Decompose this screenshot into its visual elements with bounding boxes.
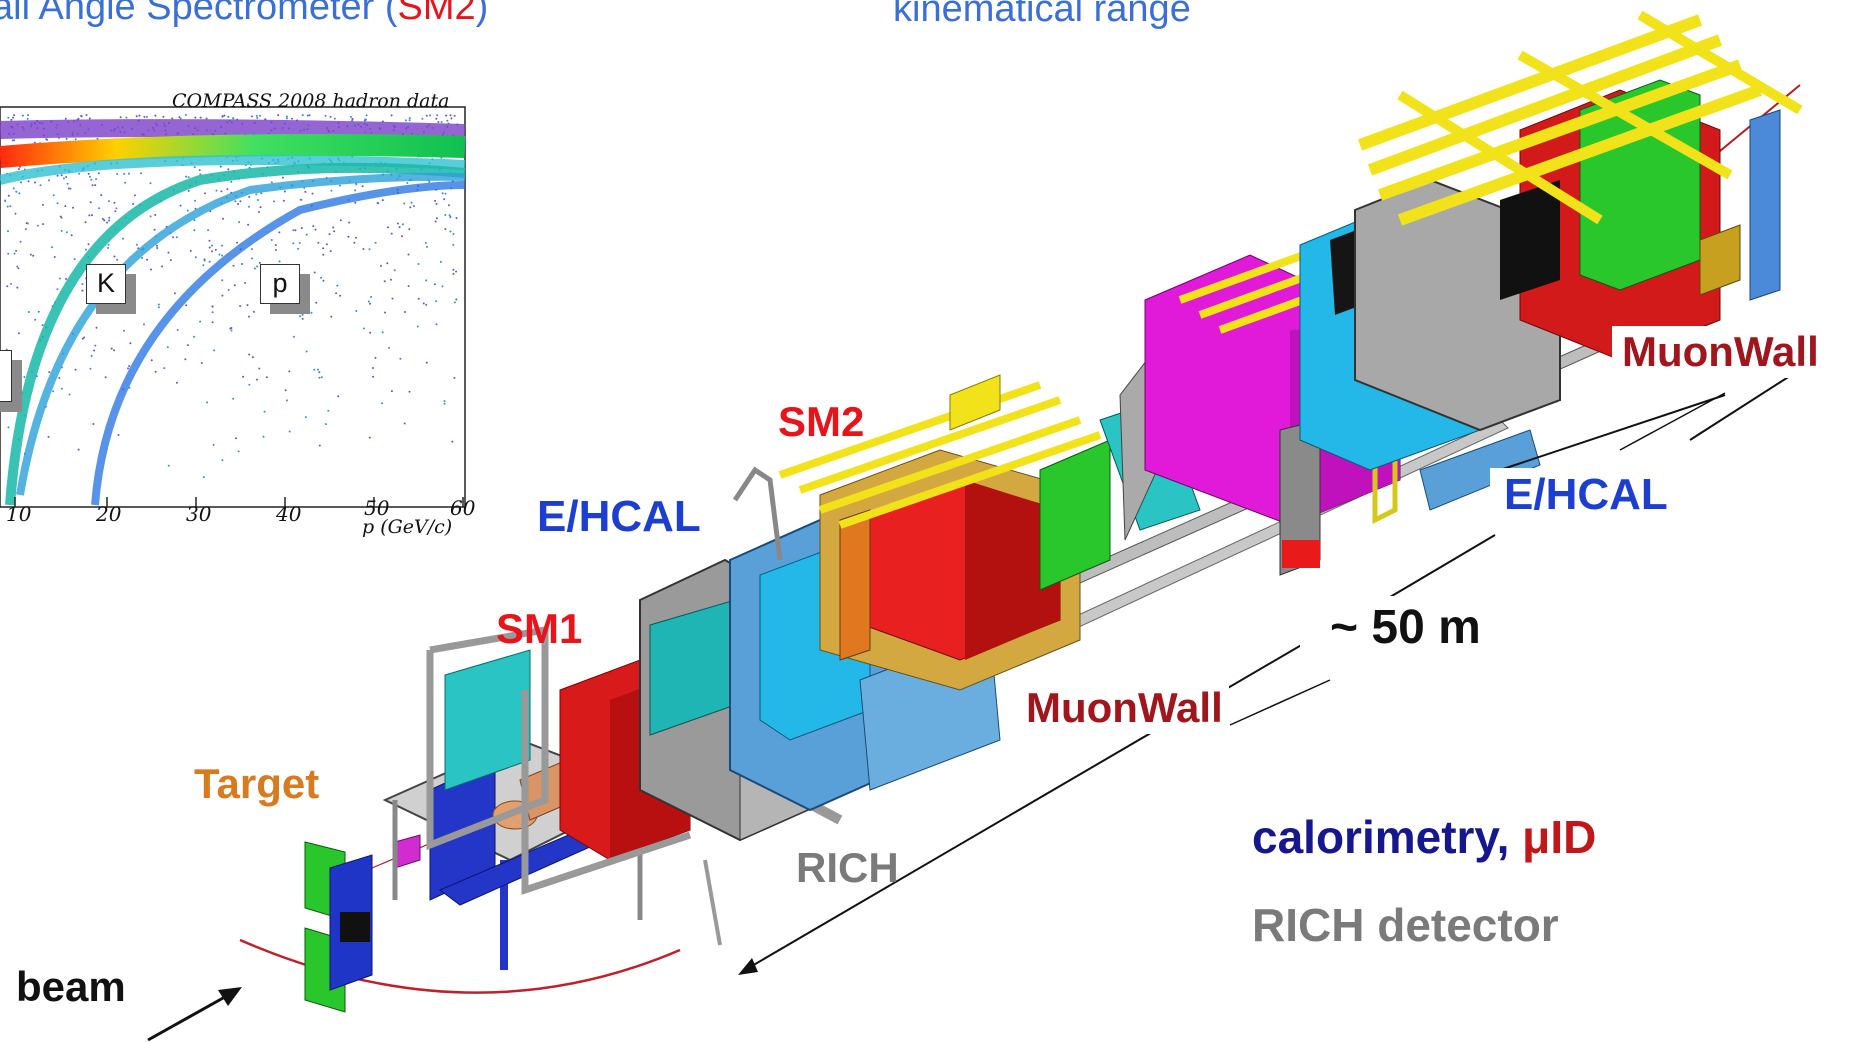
label-ehcal-right: E/HCAL: [1490, 468, 1682, 522]
label-muonwall-mid: MuonWall: [1020, 682, 1229, 734]
x-tick-10: 10: [6, 502, 32, 526]
legend-muid-symbol: μID: [1522, 811, 1597, 863]
sm2-magnet: [778, 374, 1111, 691]
spectrometer-title-suffix: ): [475, 0, 489, 28]
legend-rich-detector: RICH detector: [1252, 899, 1559, 951]
ehcal-right-pointer: [1499, 394, 1726, 471]
x-tick-20: 20: [96, 502, 122, 526]
x-tick-40: 40: [276, 502, 302, 526]
front-scintillators: [304, 834, 421, 1013]
legend-calorimetry: calorimetry, μID: [1252, 810, 1596, 864]
label-sm2: SM2: [778, 398, 865, 445]
label-target: Target: [194, 760, 320, 807]
x-tick-50: 50: [364, 496, 390, 520]
particle-label-cropped: [0, 350, 12, 402]
particle-label-kaon: K: [86, 264, 126, 304]
label-length: ~ 50 m: [1300, 596, 1511, 659]
x-axis-label: p (GeV/c): [362, 516, 453, 538]
legend-calorimetry-text: calorimetry,: [1252, 811, 1523, 863]
beam-arrow: [147, 987, 242, 1042]
rear-muon-wall: [1357, 10, 1803, 361]
label-ehcal-left: E/HCAL: [531, 490, 707, 544]
x-tick-30: 30: [186, 502, 212, 526]
sm1-magnet: [426, 625, 843, 946]
spectrometer-title-highlight: SM2: [397, 0, 476, 28]
label-beam: beam: [16, 963, 126, 1010]
plot-title: COMPASS 2008 hadron data: [172, 90, 450, 112]
label-muonwall-right: MuonWall: [1612, 326, 1829, 378]
spectrometer-title-prefix: all Angle Spectrometer (: [0, 0, 398, 28]
kinematical-range-title: kinematical range: [893, 0, 1191, 30]
rich-pid-plot: [0, 106, 466, 508]
label-rich: RICH: [796, 844, 899, 891]
particle-label-proton: p: [260, 264, 300, 304]
label-sm1: SM1: [496, 605, 583, 652]
x-tick-60: 60: [450, 496, 476, 520]
spectrometer-title: all Angle Spectrometer (SM2): [0, 0, 488, 29]
